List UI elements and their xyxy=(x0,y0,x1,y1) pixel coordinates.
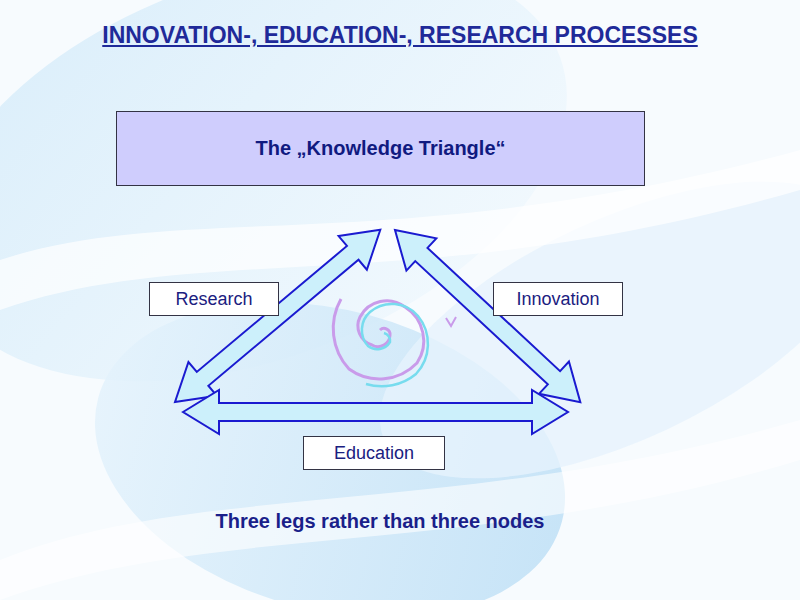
spiral xyxy=(333,299,423,379)
double-arrow xyxy=(380,214,595,418)
spiral-arrowhead xyxy=(446,317,456,326)
leg-label: Education xyxy=(303,436,445,470)
page-title: INNOVATION-, EDUCATION-, RESEARCH PROCES… xyxy=(0,22,800,49)
heading-box: The „Knowledge Triangle“ xyxy=(116,111,645,186)
node-text: Innovation xyxy=(516,289,599,310)
spiral xyxy=(362,304,428,386)
leg-label: Innovation xyxy=(493,282,623,316)
caption: Three legs rather than three nodes xyxy=(0,510,760,533)
node-text: Education xyxy=(334,443,414,464)
node-text: Research xyxy=(175,289,252,310)
double-arrow xyxy=(183,390,568,434)
leg-label: Research xyxy=(149,282,279,316)
node-text: The „Knowledge Triangle“ xyxy=(255,137,505,160)
